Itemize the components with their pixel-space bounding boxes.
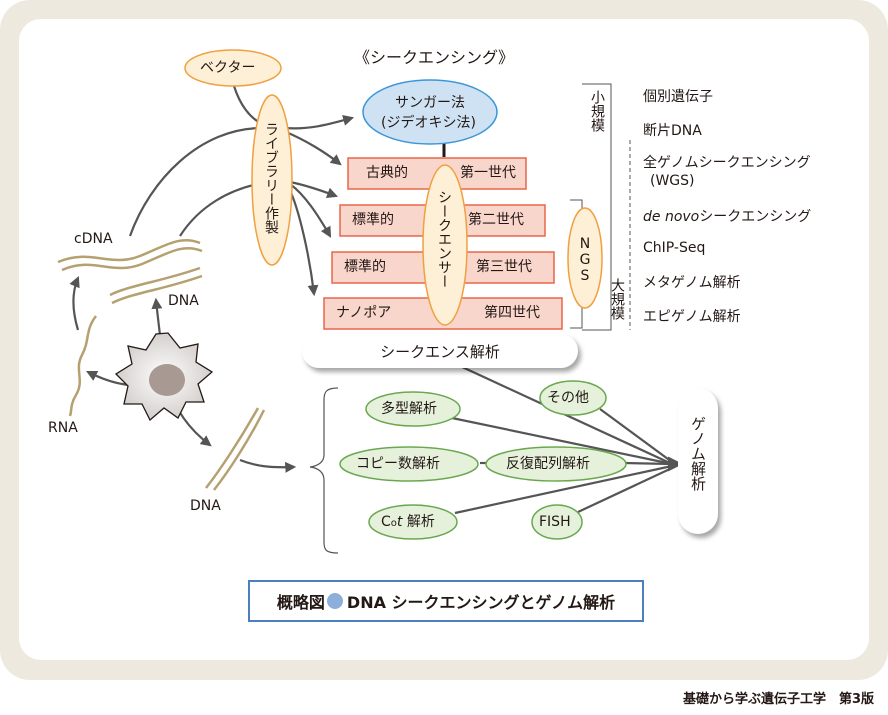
ngs-label: NGS — [577, 236, 593, 284]
gen4-right: 第四世代 — [484, 305, 540, 321]
analysis-lines — [451, 365, 683, 515]
rna-label: RNA — [48, 420, 78, 436]
arrow-dna-to-library — [179, 182, 259, 237]
arrow-library-to-gen3 — [289, 183, 332, 238]
caption-dot-icon — [326, 593, 343, 609]
rna-strand — [68, 315, 98, 417]
fish-node — [531, 504, 583, 540]
fish-label: FISH — [539, 514, 571, 530]
vector-label: ベクター — [200, 60, 256, 76]
app-individual-gene: 個別遺伝子 — [643, 89, 713, 105]
arrow-rna-to-cdna — [69, 275, 80, 331]
genome-analysis-node: ゲノム解析 — [678, 388, 718, 534]
app-fragment-dna: 断片DNA — [643, 123, 702, 139]
polymorphism-node — [365, 391, 461, 427]
cot-t: t — [396, 514, 403, 530]
dna-top-label: DNA — [168, 293, 199, 309]
app-metagenome: メタゲノム解析 — [643, 275, 741, 291]
arrow-library-to-gen2 — [289, 180, 339, 199]
app-de-novo: de novoシークエンシング — [643, 206, 811, 226]
sanger-label-1: サンガー法 — [395, 95, 465, 111]
gen3-left: 標準的 — [344, 259, 386, 275]
scale-small: 小規模 — [589, 90, 605, 132]
gen1-right: 第一世代 — [460, 165, 516, 181]
gen4-left: ナノポア — [336, 305, 392, 321]
repeat-label: 反復配列解析 — [506, 456, 590, 472]
copy-number-node — [339, 446, 479, 482]
cdna-label: cDNA — [74, 231, 113, 247]
diagram-title: 《シークエンシング》 — [354, 48, 515, 67]
app-wgs-abbr: (WGS) — [650, 173, 695, 189]
polymorphism-label: 多型解析 — [381, 401, 437, 417]
arrow-library-to-sanger — [284, 115, 355, 130]
ngs-node — [567, 207, 603, 309]
caption-text: DNA シークエンシングとゲノム解析 — [346, 593, 616, 612]
arrow-library-to-gen1 — [285, 130, 342, 166]
cot-c: C — [381, 514, 391, 530]
gen2-right: 第二世代 — [468, 212, 524, 228]
other-node — [539, 380, 607, 416]
sanger-label-2: (ジデオキシ法) — [381, 115, 476, 131]
app-epigenome: エピゲノム解析 — [643, 309, 741, 325]
arrow-dna-to-bracket — [239, 458, 297, 473]
cot-label: Cot 解析 — [381, 515, 435, 529]
sequencer-label: シークエンサー — [436, 190, 452, 288]
gen2-left: 標準的 — [352, 212, 394, 228]
cot-rest: 解析 — [402, 514, 435, 530]
de-novo-suffix: シークエンシング — [699, 209, 812, 225]
copy-number-label: コピー数解析 — [356, 456, 440, 472]
gen3-right: 第三世代 — [476, 259, 532, 275]
library-label: ライブラリー作製 — [263, 122, 279, 234]
sanger-node — [362, 79, 498, 145]
gen1-left: 古典的 — [366, 165, 408, 181]
cell-nucleus — [149, 364, 185, 396]
cot-o: o — [390, 518, 397, 529]
sequence-analysis-node: シークエンス解析 — [302, 334, 578, 368]
app-wgs: 全ゲノムシークエンシング — [643, 155, 811, 171]
cot-node — [368, 504, 458, 540]
vector-node — [184, 49, 282, 87]
library-node — [251, 94, 293, 266]
repeat-node — [485, 446, 627, 482]
arrow-cdna-to-library — [128, 126, 263, 237]
sequencer-node — [422, 164, 468, 326]
de-novo-italic: de novo — [643, 209, 700, 225]
scale-large: 大規模 — [609, 278, 625, 320]
other-label: その他 — [547, 390, 589, 406]
figure-caption: 概略図 DNA シークエンシングとゲノム解析 — [248, 580, 644, 622]
genome-analysis-label: ゲノム解析 — [689, 416, 707, 491]
dna-strand-top — [109, 266, 203, 305]
cdna-strand — [57, 239, 203, 272]
analysis-bracket — [309, 387, 339, 554]
dna-strand-bottom — [205, 407, 266, 491]
book-footer: 基礎から学ぶ遺伝子工学 第3版 — [682, 692, 874, 707]
caption-prefix: 概略図 — [276, 593, 325, 612]
app-chip-seq: ChIP-Seq — [643, 240, 706, 256]
dna-bottom-label: DNA — [190, 498, 221, 514]
